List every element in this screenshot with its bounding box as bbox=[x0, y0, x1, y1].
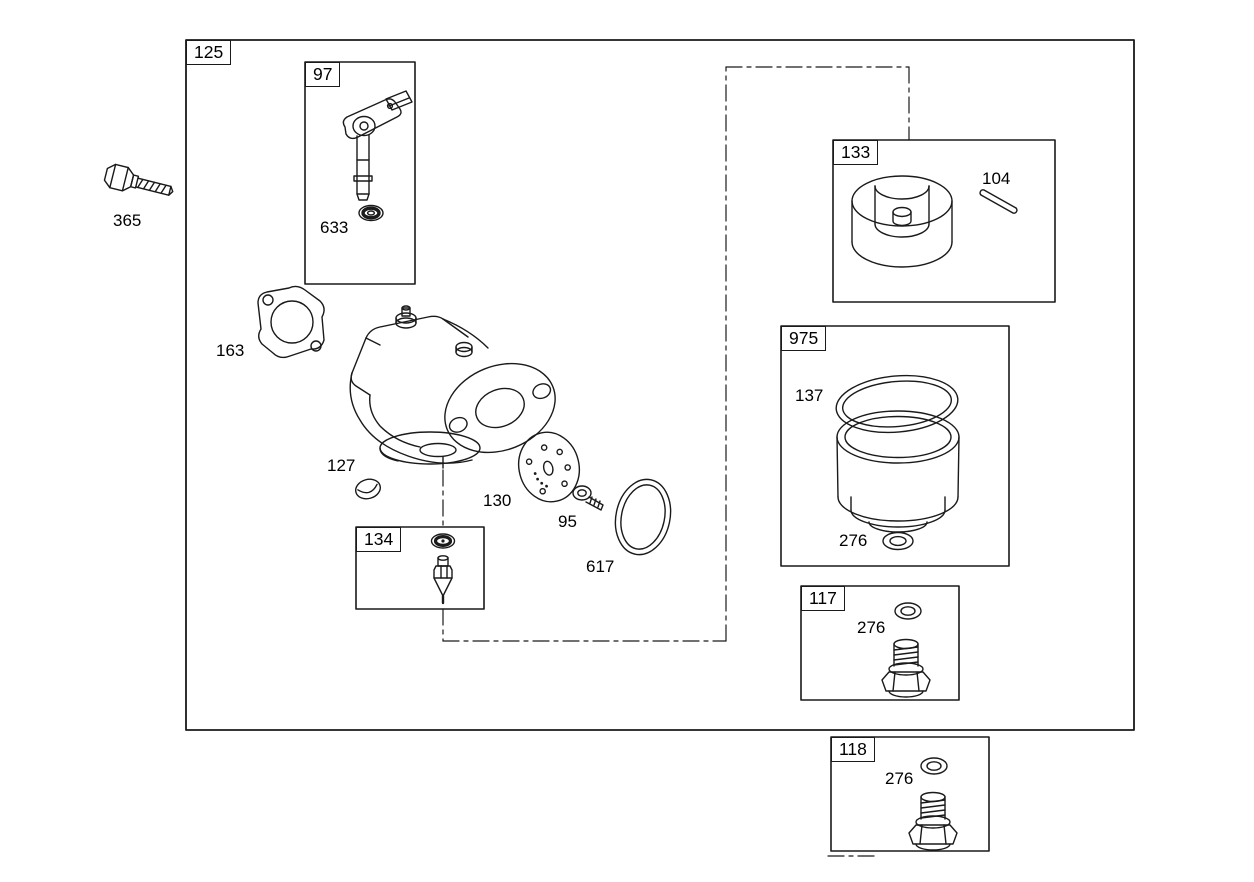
callout-95: 95 bbox=[558, 512, 577, 531]
centerlines bbox=[442, 66, 910, 857]
group-box-118 bbox=[830, 736, 990, 852]
throttle-shaft-drawing bbox=[342, 90, 413, 201]
callout-104: 104 bbox=[982, 169, 1011, 188]
group-label-133: 133 bbox=[833, 140, 879, 165]
group-label-97: 97 bbox=[305, 62, 341, 87]
oring-617-drawing bbox=[614, 478, 672, 556]
group-label-125: 125 bbox=[186, 40, 232, 65]
bowl-screw-117-drawing bbox=[881, 638, 931, 698]
callout-137: 137 bbox=[795, 386, 824, 405]
callout-633: 633 bbox=[320, 218, 349, 237]
group-label-117: 117 bbox=[801, 586, 845, 611]
group-box-975 bbox=[780, 325, 1010, 567]
group-box-125 bbox=[185, 39, 1135, 731]
group-label-134: 134 bbox=[356, 527, 402, 552]
group-box-97 bbox=[304, 61, 416, 285]
plug-127-drawing bbox=[355, 478, 381, 500]
washer-633-drawing bbox=[358, 204, 384, 222]
group-box-134 bbox=[355, 526, 485, 610]
callout-130: 130 bbox=[483, 491, 512, 510]
screw-95-drawing bbox=[572, 485, 604, 511]
callout-127: 127 bbox=[327, 456, 356, 475]
float-bowl-drawing bbox=[836, 410, 960, 533]
bowl-gasket-137-drawing bbox=[835, 374, 959, 434]
bowl-screw-118-drawing bbox=[908, 791, 958, 851]
needle-seat-drawing bbox=[430, 533, 456, 549]
group-box-133 bbox=[832, 139, 1056, 303]
washer-276-118-drawing bbox=[920, 757, 948, 775]
callout-163: 163 bbox=[216, 341, 245, 360]
group-label-975: 975 bbox=[781, 326, 827, 351]
float-133-drawing bbox=[851, 175, 953, 268]
callout-617: 617 bbox=[586, 557, 615, 576]
washer-276-bowl-drawing bbox=[882, 531, 914, 551]
group-box-117 bbox=[800, 585, 960, 701]
pin-104-drawing bbox=[979, 189, 1018, 214]
bolt-365-drawing bbox=[103, 163, 174, 196]
carburetor-body-drawing bbox=[349, 305, 556, 469]
gasket-163-drawing bbox=[257, 285, 325, 359]
callout-365: 365 bbox=[113, 211, 142, 230]
callout-276-screw2: 276 bbox=[885, 769, 914, 788]
callout-276-bowl: 276 bbox=[839, 531, 868, 550]
disc-130-drawing bbox=[517, 431, 581, 503]
washer-276-117-drawing bbox=[894, 602, 922, 620]
needle-valve-drawing bbox=[433, 555, 453, 605]
group-label-118: 118 bbox=[831, 737, 875, 762]
callout-276-screw1: 276 bbox=[857, 618, 886, 637]
